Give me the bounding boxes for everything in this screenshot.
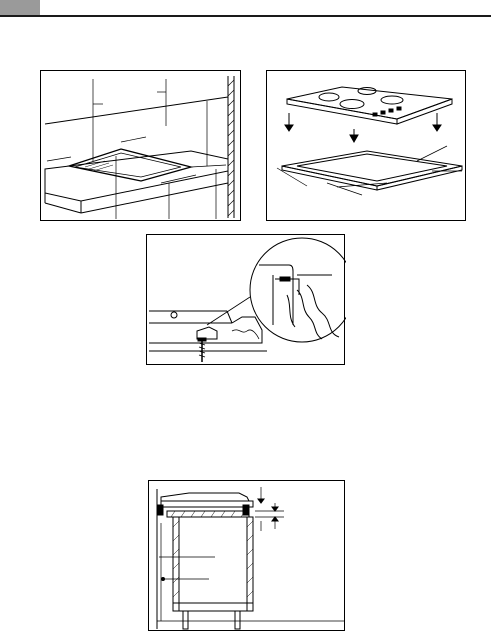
figure-hob-seal-placement	[266, 70, 466, 221]
countertop-cutout-diagram	[41, 71, 242, 222]
figure-fixing-clamp-detail	[146, 234, 345, 365]
hob-seal-diagram	[267, 71, 467, 222]
header-rule	[0, 15, 491, 17]
cabinet-section-diagram	[149, 481, 346, 632]
figure-cabinet-cross-section	[148, 480, 345, 631]
fixing-clamp-diagram	[147, 235, 346, 366]
figure-countertop-cutout	[40, 70, 241, 221]
header-tab	[0, 0, 40, 15]
